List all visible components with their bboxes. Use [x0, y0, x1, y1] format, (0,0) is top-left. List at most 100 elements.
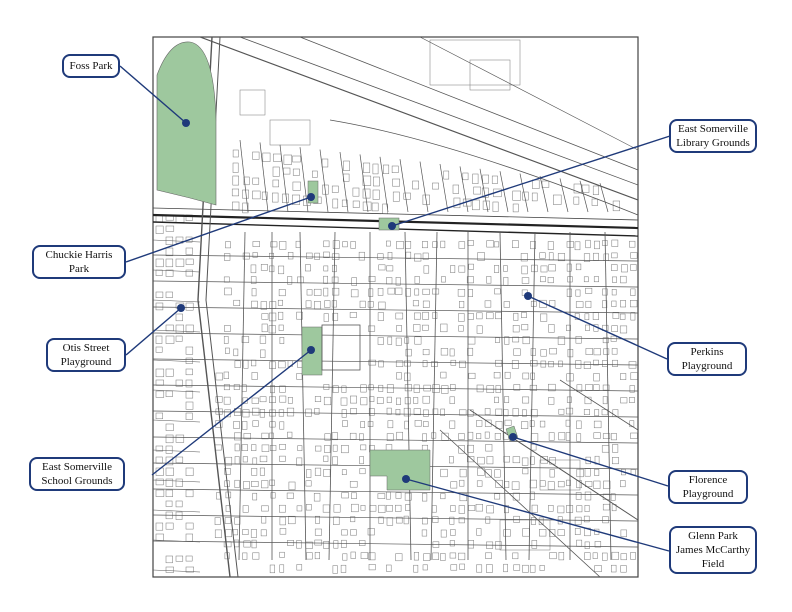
building [522, 409, 527, 417]
building [396, 241, 404, 250]
building [286, 407, 295, 417]
building [225, 347, 230, 354]
building [630, 288, 636, 296]
building [557, 505, 565, 514]
building [601, 409, 608, 416]
building [522, 396, 530, 404]
building [306, 469, 312, 478]
street-line [153, 269, 201, 273]
building [450, 481, 458, 489]
label-line: Foss Park [69, 60, 113, 72]
building [612, 312, 620, 319]
label-perkins-playground: Perkins Playground [667, 342, 747, 376]
building [485, 444, 493, 452]
building [584, 505, 590, 512]
building [529, 384, 537, 391]
building [602, 288, 608, 296]
building [215, 396, 223, 403]
building [352, 187, 360, 197]
building [175, 313, 183, 322]
road-line [329, 119, 638, 216]
building [165, 500, 173, 507]
building [269, 396, 276, 403]
building [403, 407, 411, 417]
building [548, 383, 556, 392]
building [287, 397, 293, 404]
marker-library [388, 222, 396, 230]
building [314, 528, 322, 536]
building [371, 202, 379, 212]
building [472, 173, 479, 184]
building [292, 155, 301, 163]
building [243, 176, 250, 186]
building [279, 516, 286, 526]
building [521, 265, 528, 275]
building [553, 194, 562, 205]
building [585, 300, 592, 308]
building [251, 372, 258, 380]
building [549, 469, 555, 478]
building [331, 300, 337, 308]
building [629, 385, 635, 393]
building [324, 300, 331, 308]
building [185, 236, 193, 243]
building [185, 302, 194, 311]
building [155, 291, 164, 298]
leader-lines [119, 65, 671, 552]
building [512, 203, 519, 213]
building [414, 312, 421, 320]
building [403, 515, 409, 525]
building [458, 265, 466, 273]
building [332, 565, 338, 574]
building [261, 323, 268, 333]
building [350, 551, 356, 559]
building [453, 197, 461, 209]
label-florence-playground: Florence Playground [668, 470, 748, 504]
street-line [499, 231, 507, 561]
building [261, 313, 269, 320]
building [155, 225, 164, 234]
building [224, 468, 231, 475]
leader-foss [119, 65, 187, 124]
building [324, 433, 331, 441]
building [405, 251, 412, 259]
building [558, 552, 565, 561]
building [459, 360, 466, 368]
building [378, 384, 384, 392]
building [458, 433, 465, 440]
street-line [279, 144, 289, 213]
building [350, 529, 357, 536]
building [422, 395, 430, 404]
building [373, 176, 380, 187]
building [403, 192, 411, 200]
building [260, 264, 268, 271]
building [531, 517, 536, 525]
building [241, 421, 248, 430]
building [261, 432, 269, 440]
building [583, 409, 590, 415]
building [224, 253, 231, 261]
building [557, 253, 565, 262]
street-line [299, 231, 307, 561]
street-line [153, 384, 638, 392]
building [493, 241, 500, 248]
building [165, 456, 174, 466]
building [155, 478, 164, 486]
building [504, 371, 511, 379]
building [252, 252, 258, 258]
building [270, 492, 276, 499]
building [279, 385, 286, 393]
building [573, 196, 580, 205]
building [429, 39, 521, 86]
building [323, 469, 331, 477]
building [261, 480, 269, 489]
building [331, 276, 339, 284]
building [262, 152, 271, 162]
building [450, 384, 456, 391]
building [422, 324, 429, 331]
street-line [153, 410, 638, 418]
building [540, 276, 546, 283]
building [547, 481, 555, 490]
building [612, 444, 619, 453]
building [513, 348, 521, 356]
